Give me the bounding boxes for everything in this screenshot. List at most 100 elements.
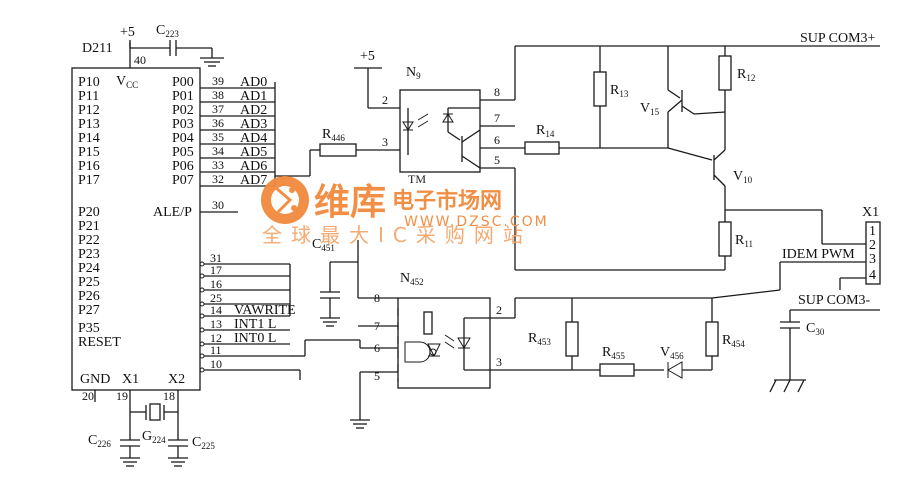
- r11-label: R11: [735, 233, 753, 249]
- mcu-d211: D211 40 VCC P10P11P12P13P14P15P16P17P20P…: [71, 41, 275, 391]
- r453-label: R453: [528, 331, 551, 347]
- x1-connector: [865, 221, 881, 285]
- watermark-slogan: 全球最大IC采购网站: [262, 223, 532, 247]
- r454: [705, 321, 719, 357]
- bus-pin-num-25: 25: [210, 291, 222, 305]
- mcu-name: D211: [82, 41, 113, 56]
- mcu-pin-label-p12: P12: [78, 103, 100, 118]
- ad-label-ad0: AD0: [240, 75, 267, 90]
- mcu-pin-label-p04: P04: [172, 131, 194, 146]
- r14: [524, 141, 560, 155]
- x1-pin-2: 2: [869, 238, 876, 253]
- mcu-pin-label-p13: P13: [78, 117, 100, 132]
- n9-body: [399, 89, 481, 173]
- r454-label: R454: [722, 333, 745, 349]
- bus-pin-num-12: 12: [210, 331, 222, 345]
- bus-pin-num-10: 10: [210, 357, 222, 371]
- watermark-url: WWW.DZSC.COM: [404, 214, 549, 230]
- mcu-pin-num-38: 38: [212, 88, 224, 102]
- n452-pin3: 3: [496, 355, 502, 369]
- mcu-pin-label-p03: P03: [172, 117, 194, 132]
- mcu-pin-label-p11: P11: [78, 89, 99, 104]
- x1-connector-label: X1: [862, 205, 879, 220]
- bus-pin-num-31: 31: [210, 251, 222, 265]
- n452-pin2: 2: [496, 303, 502, 317]
- bus-signal-2: INT0 L: [234, 331, 276, 346]
- r13-label: R13: [610, 83, 629, 99]
- mcu-pin-label-p15: P15: [78, 145, 100, 160]
- watermark-cn-sub: 电子市场网: [392, 188, 502, 214]
- x1-pin-4: 4: [869, 268, 876, 283]
- crystal-circuit: 20 19 18 G224 C226 C225: [82, 389, 215, 467]
- mcu-left-pins: P10P11P12P13P14P15P16P17P20P21P22P23P24P…: [78, 75, 121, 350]
- mcu-body: [71, 67, 201, 391]
- n9-pin2: 2: [382, 93, 388, 107]
- bus-pin-num-14: 14: [210, 303, 222, 317]
- mcu-pin-label-reset: RESET: [78, 335, 121, 350]
- r453: [565, 321, 579, 357]
- gnd-pin-num: 20: [82, 389, 94, 403]
- bus-signal-0: VAWRITE: [234, 303, 296, 318]
- watermark-tm: TM: [408, 172, 426, 186]
- mcu-pin-num-33: 33: [212, 158, 224, 172]
- ad-label-ad7: AD7: [240, 173, 267, 188]
- c451-circuit: C451: [312, 237, 398, 327]
- watermark-cn-title: 维库: [314, 182, 386, 223]
- sup-com3-minus: SUP COM3-: [798, 293, 871, 308]
- watermark-logo-icon: [261, 176, 309, 224]
- n9-pin6: 6: [494, 133, 500, 147]
- c225-label: C225: [192, 435, 215, 451]
- ad-label-ad1: AD1: [240, 89, 267, 104]
- n452-body: [397, 297, 491, 389]
- ad-label-ad4: AD4: [240, 131, 267, 146]
- c451-label: C451: [312, 237, 335, 253]
- mcu-pin-label-p23: P23: [78, 247, 100, 262]
- mcu-pin-num-39: 39: [212, 74, 224, 88]
- ad-label-ad3: AD3: [240, 117, 267, 132]
- mcu-ale-pin: 30: [212, 198, 224, 212]
- mcu-pin-label-p05: P05: [172, 145, 194, 160]
- mcu-pin-label-p25: P25: [78, 275, 100, 290]
- drive-circuit: SUP COM3+ R13 R12 V15 R14 V10 R: [514, 31, 881, 393]
- bus-pin-num-16: 16: [210, 277, 222, 291]
- n452-pin7: 7: [374, 319, 380, 333]
- n452-label: N452: [400, 271, 424, 287]
- r446: [319, 143, 357, 157]
- n9-pin5: 5: [494, 153, 500, 167]
- mcu-gnd-label: GND: [80, 372, 110, 387]
- mcu-vcc-pin: 40: [134, 53, 146, 67]
- r446-label: R446: [322, 127, 345, 143]
- plus5-n9-label: +5: [360, 49, 375, 64]
- r13: [593, 71, 607, 107]
- r11: [718, 221, 732, 257]
- n452-pin5: 5: [374, 369, 380, 383]
- bus-pin-num-11: 11: [210, 343, 222, 357]
- mcu-pin-label-p20: P20: [78, 205, 100, 220]
- mcu-pin-label-p07: P07: [172, 173, 194, 188]
- x1-pin-1: 1: [869, 224, 876, 239]
- mcu-pin-num-32: 32: [212, 172, 224, 186]
- g224-label: G224: [142, 429, 166, 445]
- v456-label: V456: [660, 345, 684, 361]
- optocoupler-n9: +5 2 N9 8 7 6 5 3 R446: [310, 49, 525, 173]
- mcu-x2-label: X2: [168, 372, 185, 387]
- r12: [718, 55, 732, 91]
- c223-decoupling: +5 C223: [120, 23, 224, 67]
- mcu-pin-label-p21: P21: [78, 219, 100, 234]
- idem-pwm-label: IDEM PWM: [782, 247, 855, 262]
- n9-pin7: 7: [494, 111, 500, 125]
- optocoupler-n452: N452 8 7 6 5 2 3: [350, 271, 600, 429]
- v10-label: V10: [733, 169, 753, 185]
- r14-label: R14: [536, 123, 555, 139]
- ad-label-ad6: AD6: [240, 159, 267, 174]
- dzsc-watermark: 维库 电子市场网 TM WWW.DZSC.COM 全球最大IC采购网站: [261, 172, 549, 247]
- n9-pin3: 3: [382, 135, 388, 149]
- bus-pin-num-13: 13: [210, 317, 222, 331]
- ad-label-ad2: AD2: [240, 103, 267, 118]
- mcu-pin-label-p00: P00: [172, 75, 194, 90]
- mcu-pin-label-p06: P06: [172, 159, 194, 174]
